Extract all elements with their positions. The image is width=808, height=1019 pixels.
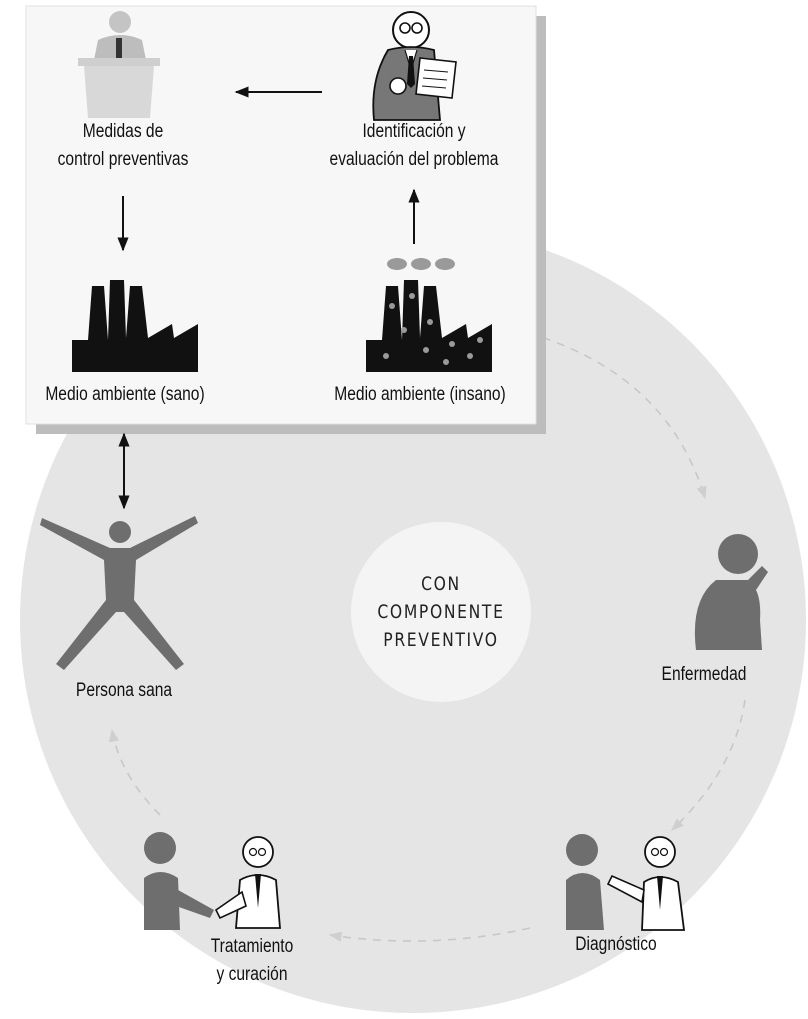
center-label: CON COMPONENTE PREVENTIVO (367, 570, 515, 654)
clean-factory-icon (72, 280, 198, 372)
label-identificacion-line-2: evaluación del problema (329, 149, 499, 170)
label-medidas-line-1: Medidas de (82, 121, 164, 142)
doctor-examining-patient-icon (566, 834, 686, 931)
doctor-shaking-hands-icon (144, 832, 281, 930)
label-identificacion-line-1: Identificación y (362, 121, 466, 142)
label-medio-sano: Medio ambiente (sano) (45, 384, 205, 405)
speaker-at-podium-icon (78, 11, 160, 118)
label-persona-sana: Persona sana (75, 680, 173, 701)
inspector-with-document-icon (372, 11, 457, 121)
sick-person-icon (694, 534, 768, 650)
label-tratamiento: Tratamiento y curación (195, 933, 310, 989)
center-label-line-2: COMPONENTE (377, 601, 505, 623)
healthy-person-icon (40, 516, 198, 670)
polluted-factory-icon (366, 258, 492, 372)
label-tratamiento-line-1: Tratamiento (210, 936, 294, 957)
center-label-line-3: PREVENTIVO (383, 629, 499, 651)
label-medidas: Medidas de control preventivas (41, 118, 205, 174)
label-medio-insano: Medio ambiente (insano) (334, 384, 506, 405)
label-enfermedad: Enfermedad (661, 664, 747, 685)
center-circle (351, 522, 531, 702)
arc-tratamiento-to-persona (108, 728, 161, 816)
label-identificacion: Identificación y evaluación del problema (316, 118, 513, 174)
label-diagnostico: Diagnóstico (575, 934, 657, 955)
center-label-line-1: CON (421, 573, 461, 595)
label-medidas-line-2: control preventivas (57, 149, 189, 170)
label-tratamiento-line-2: y curación (216, 964, 288, 985)
arc-enfermedad-to-diagnostico (671, 699, 746, 831)
